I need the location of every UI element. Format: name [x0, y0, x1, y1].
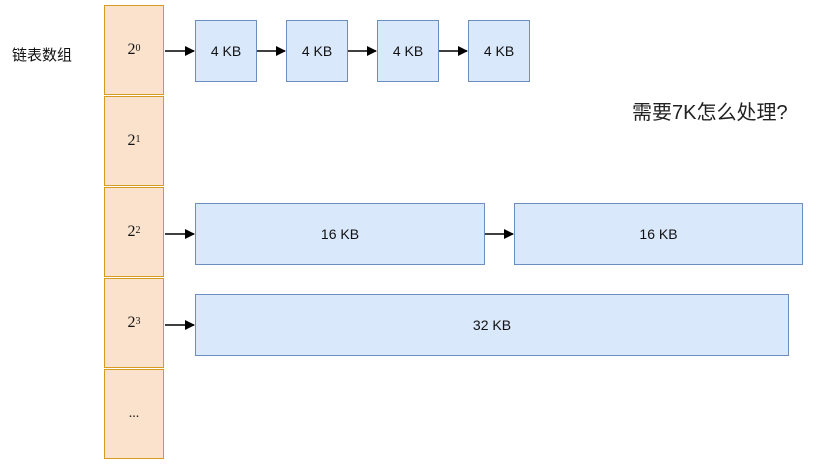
- slot-ellipsis: ...: [104, 369, 164, 459]
- slot-exponent: 2: [135, 224, 141, 236]
- slot-exponent: 0: [135, 42, 141, 54]
- block-16kb-2: 16 KB: [514, 203, 803, 265]
- ellipsis-text: ...: [128, 406, 140, 421]
- slot-exponent: 3: [135, 315, 141, 327]
- slot-base: 2: [127, 223, 136, 240]
- block-16kb-1: 16 KB: [195, 203, 485, 265]
- block-4kb-1: 4 KB: [195, 20, 257, 82]
- block-4kb-3: 4 KB: [377, 20, 439, 82]
- block-4kb-2: 4 KB: [286, 20, 348, 82]
- slot-base: 2: [127, 41, 136, 58]
- slot-exponent: 1: [135, 133, 141, 145]
- block-4kb-4: 4 KB: [468, 20, 530, 82]
- linked-list-array-label: 链表数组: [12, 47, 73, 64]
- question-text: 需要7K怎么处理?: [632, 102, 788, 124]
- slot-base: 2: [127, 132, 136, 149]
- block-32kb-1: 32 KB: [195, 294, 789, 356]
- slot-base: 2: [127, 314, 136, 331]
